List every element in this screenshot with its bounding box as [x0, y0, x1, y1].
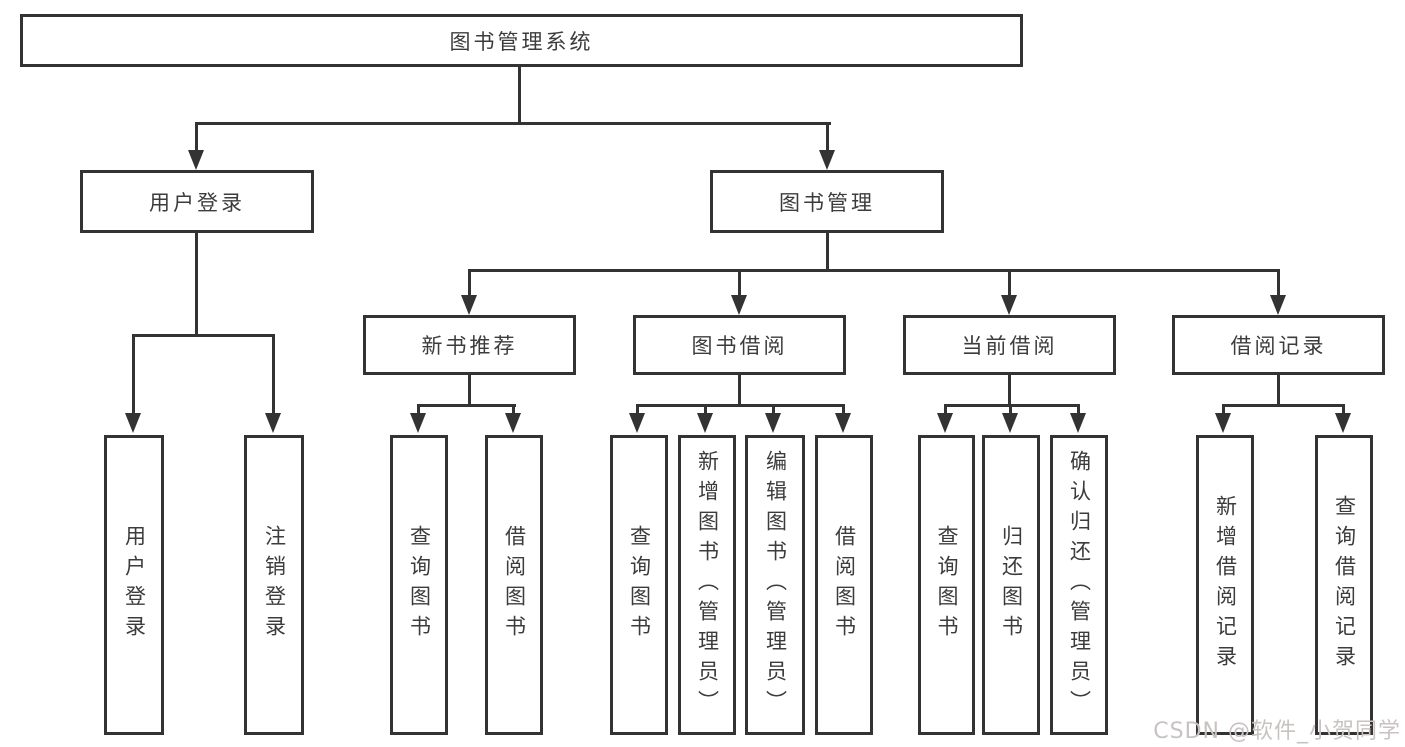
connector-shaft — [1008, 269, 1011, 296]
leaf-label: 用户登录 — [122, 525, 147, 645]
connector-shaft — [772, 404, 775, 416]
arrow-down-icon — [1215, 413, 1231, 433]
leaf-query-books-recommend: 查询图书 — [390, 435, 448, 735]
leaf-edit-books-admin: 编辑图书（管理员） — [745, 435, 805, 735]
connector-shaft — [272, 334, 275, 414]
leaf-label: 借阅图书 — [502, 525, 527, 645]
connector-shaft — [132, 334, 135, 414]
arrow-down-icon — [1002, 413, 1018, 433]
arrow-down-icon — [819, 150, 835, 170]
arrow-down-icon — [629, 413, 645, 433]
leaf-query-borrow-record: 查询借阅记录 — [1315, 435, 1373, 735]
node-label: 图书管理系统 — [449, 29, 594, 54]
leaf-label: 编辑图书（管理员） — [763, 450, 788, 720]
connector-shaft — [1277, 269, 1280, 296]
connector-shaft — [704, 404, 707, 416]
leaf-label: 新增借阅记录 — [1213, 495, 1238, 675]
node-borrow-records: 借阅记录 — [1172, 315, 1385, 375]
node-book-management: 图书管理 — [710, 170, 944, 233]
node-book-borrow: 图书借阅 — [633, 315, 846, 375]
leaf-add-borrow-record: 新增借阅记录 — [1196, 435, 1254, 735]
leaf-query-books-current: 查询图书 — [918, 435, 975, 735]
arrow-down-icon — [1070, 413, 1086, 433]
leaf-label: 查询图书 — [935, 525, 959, 645]
leaf-label: 确认归还（管理员） — [1067, 450, 1092, 720]
leaf-logout: 注销登录 — [244, 435, 304, 735]
arrow-down-icon — [125, 413, 141, 433]
leaf-return-books: 归还图书 — [982, 435, 1040, 735]
leaf-confirm-return-admin: 确认归还（管理员） — [1050, 435, 1108, 735]
leaf-query-books-borrow: 查询图书 — [610, 435, 668, 735]
arrow-down-icon — [731, 295, 747, 315]
connector-user-login-stem — [195, 232, 198, 336]
node-label: 用户登录 — [149, 190, 245, 215]
connector-shaft — [636, 404, 639, 416]
leaf-user-login: 用户登录 — [104, 435, 164, 735]
leaf-label: 新增图书（管理员） — [695, 450, 720, 720]
connector-shaft — [1077, 404, 1080, 416]
node-label: 当前借阅 — [961, 334, 1058, 358]
connector-bar — [417, 404, 516, 407]
arrow-down-icon — [937, 413, 953, 433]
csdn-watermark: CSDN @软件_小贺同学 — [1153, 719, 1401, 744]
arrow-down-icon — [461, 295, 477, 315]
arrow-down-icon — [1270, 295, 1286, 315]
connector-bar — [944, 404, 1080, 407]
connector-bar — [1222, 404, 1345, 407]
node-current-borrow: 当前借阅 — [903, 315, 1116, 375]
connector-stem — [1277, 373, 1280, 407]
node-label: 图书借阅 — [691, 334, 788, 358]
arrow-down-icon — [1001, 295, 1017, 315]
arrow-down-icon — [1335, 413, 1351, 433]
connector-shaft — [738, 269, 741, 296]
arrow-down-icon — [410, 413, 426, 433]
node-label: 图书管理 — [779, 190, 875, 215]
node-label: 新书推荐 — [421, 334, 518, 358]
connector-stem — [468, 373, 471, 407]
connector-shaft — [1222, 404, 1225, 416]
connector-shaft — [944, 404, 947, 416]
leaf-label: 注销登录 — [262, 525, 287, 645]
node-user-login: 用户登录 — [80, 170, 314, 233]
node-new-book-recommend: 新书推荐 — [363, 315, 576, 375]
leaf-label: 查询图书 — [407, 525, 432, 645]
node-library-system: 图书管理系统 — [20, 14, 1023, 67]
arrow-down-icon — [505, 413, 521, 433]
arrow-down-icon — [265, 413, 281, 433]
connector-shaft — [826, 122, 829, 154]
connector-stem — [738, 373, 741, 407]
connector-shaft — [417, 404, 420, 416]
connector-shaft — [512, 404, 515, 416]
connector-shaft — [1342, 404, 1345, 416]
connector-book-mgmt-stem — [826, 232, 829, 272]
connector-user-login-bar — [132, 334, 275, 337]
connector-shaft — [468, 269, 471, 296]
arrow-down-icon — [765, 413, 781, 433]
leaf-borrow-books: 借阅图书 — [815, 435, 873, 735]
leaf-label: 借阅图书 — [832, 525, 857, 645]
connector-shaft — [1009, 404, 1012, 416]
leaf-label: 查询借阅记录 — [1332, 495, 1357, 675]
connector-shaft — [195, 122, 198, 154]
leaf-label: 归还图书 — [999, 525, 1024, 645]
arrow-down-icon — [835, 413, 851, 433]
connector-book-mgmt-bar — [468, 269, 1280, 272]
leaf-borrow-books-recommend: 借阅图书 — [485, 435, 543, 735]
connector-bar — [636, 404, 845, 407]
connector-shaft — [842, 404, 845, 416]
leaf-label: 查询图书 — [627, 525, 652, 645]
arrow-down-icon — [697, 413, 713, 433]
leaf-add-books-admin: 新增图书（管理员） — [678, 435, 736, 735]
connector-root-bar — [195, 122, 831, 125]
arrow-down-icon — [188, 150, 204, 170]
connector-root-stem — [518, 66, 521, 123]
node-label: 借阅记录 — [1230, 334, 1327, 358]
connector-stem — [1008, 373, 1011, 407]
